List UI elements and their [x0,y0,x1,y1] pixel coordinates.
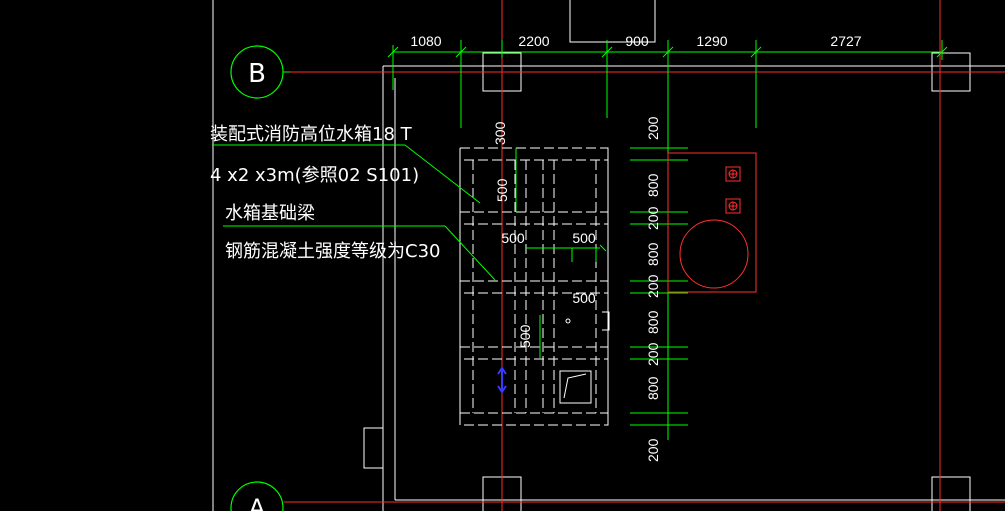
wall-outline [212,0,1005,511]
right-dim-7: 200 [645,342,661,366]
tank-size-text: 4 x2 x3m(参照02 S101) [210,165,419,186]
dim-horizontal-500-left: 500 [501,230,525,246]
tank-name-text: 装配式消防高位水箱18 T [210,124,413,145]
top-dim-5: 2727 [830,33,861,49]
column-bottom-right [931,476,971,511]
top-dim-3: 900 [625,33,649,49]
right-dimension-labels: 200 800 200 800 200 800 200 800 200 [645,116,661,462]
tank-foundation-beams [459,147,609,426]
top-dim-4: 1290 [696,33,727,49]
top-dimension-chain [387,40,948,128]
axis-label-b: B [248,59,266,89]
right-dim-6: 800 [645,310,661,334]
concrete-grade-text: 钢筋混凝土强度等级为C30 [225,241,440,262]
axis-bubble-a[interactable]: A [230,481,284,511]
valve-icon-2 [725,198,741,214]
right-dim-1: 200 [645,116,661,140]
dim-horizontal-500-right: 500 [572,230,596,246]
right-dim-9: 200 [645,438,661,462]
inner-dimension-labels: 300 500 500 500 500 500 [492,121,596,348]
dim-vertical-500-upper: 500 [494,178,510,202]
top-dim-2: 2200 [518,33,549,49]
dim-horizontal-500-mid: 500 [572,290,596,306]
leader-lines [212,144,496,281]
axis-label-a: A [249,494,266,511]
dim-vertical-500-lower: 500 [517,324,533,348]
dim-vertical-300: 300 [492,121,508,145]
axis-bubble-b[interactable]: B [230,45,290,99]
right-dim-4: 800 [645,242,661,266]
beam-name-text: 水箱基础梁 [225,203,315,224]
right-dim-5: 200 [645,274,661,298]
pump-room-outline [667,152,757,293]
sump-symbol [559,370,592,404]
top-dimension-labels: 1080 2200 900 1290 2727 [410,33,861,49]
round-tank-symbol [679,219,749,289]
inner-symbols [559,311,610,404]
right-dim-8: 800 [645,376,661,400]
grid-axis-lines [284,0,1005,511]
right-dim-2: 800 [645,173,661,197]
annotations: 装配式消防高位水箱18 T 4 x2 x3m(参照02 S101) 水箱基础梁 … [210,124,440,262]
top-dim-1: 1080 [410,33,441,49]
right-dim-3: 200 [645,206,661,230]
equipment-block [667,152,757,293]
valve-icon-1 [725,166,741,182]
pipe-marker [497,366,507,394]
inner-dimension-lines [515,148,607,358]
right-dimension-column [630,118,688,440]
